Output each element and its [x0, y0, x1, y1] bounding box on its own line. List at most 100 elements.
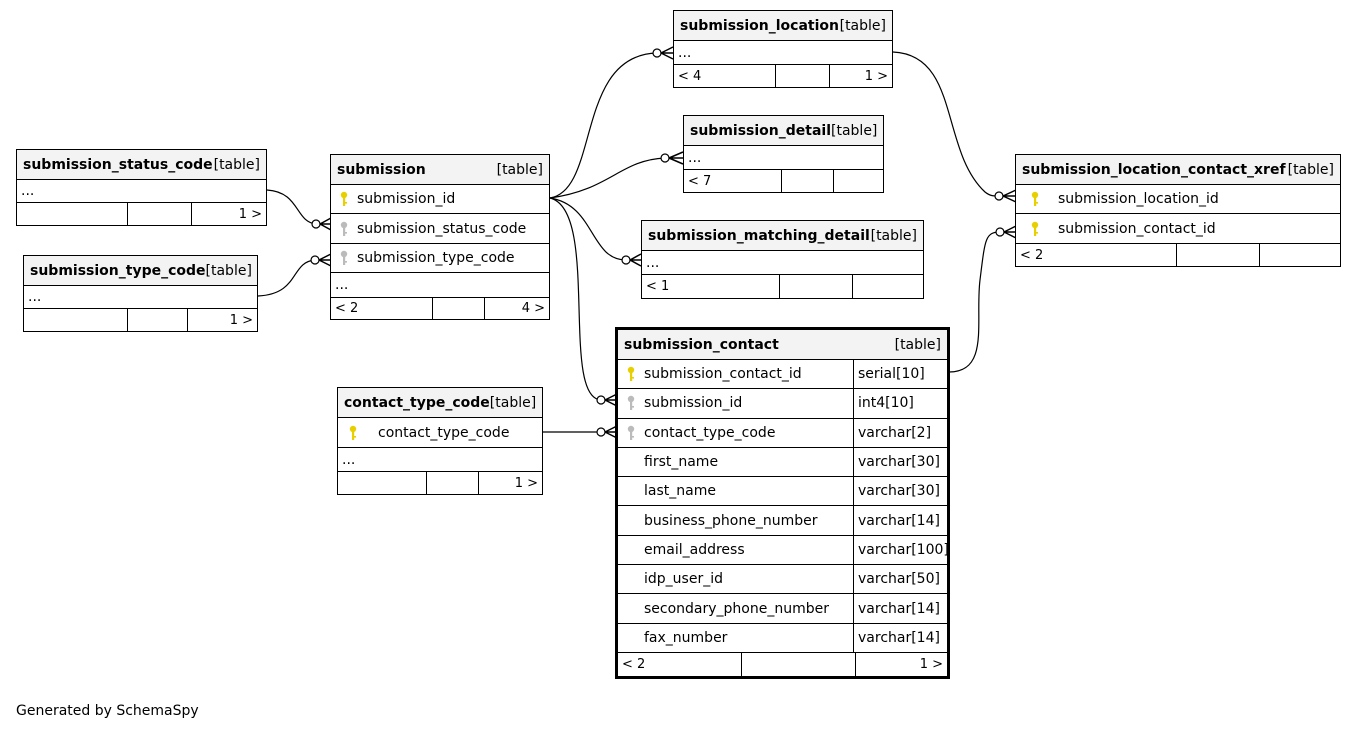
crow-foot-marker [319, 217, 332, 231]
children-count[interactable]: 1 > [191, 203, 266, 225]
columns-count [741, 652, 855, 676]
column-row[interactable]: submission_id int4[10] [618, 389, 947, 419]
column-row[interactable]: business_phone_number varchar[14] [618, 506, 947, 536]
column-row[interactable]: email_address varchar[100] [618, 535, 949, 566]
parents-count[interactable]: < 1 [646, 279, 670, 294]
column-row[interactable]: contact_type_code varchar[2] [618, 418, 947, 448]
table-submission-detail[interactable]: submission_detail [table] ... < 7 [683, 115, 884, 193]
parents-count[interactable]: < 2 [335, 301, 359, 316]
table-header: submission_detail [table] [684, 116, 883, 146]
table-submission-location[interactable]: submission_location [table] ... < 4 1 > [673, 10, 893, 88]
column-row[interactable]: idp_user_id varchar[50] [618, 565, 947, 595]
children-count[interactable]: 1 > [187, 309, 257, 331]
zero-many-marker [652, 48, 662, 58]
more-columns: ... [674, 41, 892, 65]
zero-many-marker [660, 153, 670, 163]
column-row[interactable]: fax_number varchar[14] [618, 623, 947, 653]
crow-foot-marker [1002, 189, 1017, 203]
table-header: submission_type_code [table] [24, 256, 257, 286]
table-submission-status-code[interactable]: submission_status_code [table] ... 1 > [16, 149, 267, 226]
table-footer: 1 > [338, 472, 542, 494]
table-type: [table] [213, 156, 260, 173]
parents-count[interactable]: < 4 [678, 68, 702, 84]
column-type: serial[10] [853, 360, 947, 389]
column-row[interactable]: submission_contact_id [1016, 214, 1340, 244]
relationship-line [549, 197, 627, 261]
children-count[interactable] [1259, 244, 1340, 266]
column-row[interactable]: submission_contact_id serial[10] [618, 360, 947, 390]
column-name: submission_id [357, 191, 456, 207]
zero-many-marker [995, 227, 1005, 237]
column-row[interactable]: contact_type_code [338, 418, 542, 448]
column-name: contact_type_code [378, 424, 510, 441]
relationship-line [549, 52, 658, 199]
primary-key-icon [622, 366, 640, 382]
parents-count[interactable] [17, 203, 127, 225]
foreign-key-icon [335, 250, 353, 266]
table-type: [table] [205, 262, 252, 279]
columns-count [781, 170, 833, 192]
table-type: [table] [496, 161, 543, 178]
relationship-line [549, 157, 666, 199]
children-count[interactable] [833, 170, 883, 192]
table-name: submission_detail [690, 122, 832, 139]
parents-count[interactable]: < 7 [688, 173, 712, 189]
columns-count [775, 65, 829, 87]
parents-count[interactable]: < 2 [622, 656, 646, 672]
column-name: submission_id [644, 395, 743, 412]
column-row[interactable]: last_name varchar[30] [618, 477, 947, 507]
table-submission-matching-detail[interactable]: submission_matching_detail [table] ... <… [641, 220, 924, 299]
foreign-key-icon [335, 221, 353, 237]
table-footer: 1 > [24, 309, 257, 331]
column-row[interactable]: secondary_phone_number varchar[14] [618, 594, 947, 624]
children-count[interactable]: 1 > [478, 472, 542, 494]
crow-foot-marker [1003, 225, 1017, 239]
table-type: [table] [1287, 161, 1334, 178]
relationship-line [892, 51, 1000, 197]
column-name: first_name [644, 454, 719, 471]
table-header: submission [table] [331, 155, 549, 185]
table-submission-location-contact-xref[interactable]: submission_location_contact_xref [table]… [1015, 154, 1341, 267]
foreign-key-icon [622, 425, 640, 441]
column-name: submission_contact_id [644, 366, 802, 383]
table-type: [table] [894, 336, 941, 353]
column-row[interactable]: submission_type_code [331, 244, 549, 273]
relationship-line [257, 259, 316, 297]
column-type: int4[10] [853, 389, 947, 418]
children-count[interactable]: 4 > [484, 298, 549, 319]
table-header: contact_type_code [table] [338, 388, 542, 418]
column-row[interactable]: submission_id [331, 185, 549, 214]
parents-count[interactable]: < 2 [1020, 247, 1044, 263]
table-header: submission_location_contact_xref [table] [1016, 155, 1340, 185]
column-type: varchar[30] [853, 447, 947, 477]
primary-key-icon [342, 425, 364, 441]
column-name: idp_user_id [644, 571, 723, 588]
children-count[interactable]: 1 > [829, 65, 892, 87]
column-row[interactable]: first_name varchar[30] [618, 447, 947, 478]
children-count[interactable] [852, 275, 923, 298]
table-footer: 1 > [17, 203, 266, 225]
table-submission-contact[interactable]: submission_contact [table] submission_co… [615, 327, 950, 679]
column-row[interactable]: submission_location_id [1016, 185, 1340, 214]
relationship-line [549, 197, 602, 401]
table-name: submission_matching_detail [648, 227, 870, 244]
table-type: [table] [831, 122, 878, 139]
children-count[interactable]: 1 > [855, 652, 947, 676]
table-name: submission [337, 161, 426, 178]
parents-count[interactable] [24, 309, 127, 331]
table-header: submission_contact [table] [618, 330, 947, 360]
table-name: contact_type_code [344, 394, 490, 411]
column-row[interactable]: submission_status_code [331, 214, 549, 244]
more-columns: ... [17, 180, 266, 203]
more-columns: ... [642, 251, 923, 275]
table-footer: < 2 1 > [618, 652, 947, 676]
foreign-key-icon [622, 395, 640, 411]
column-name: email_address [644, 541, 745, 558]
parents-count[interactable] [338, 472, 426, 494]
table-submission-type-code[interactable]: submission_type_code [table] ... 1 > [23, 255, 258, 332]
column-name: submission_type_code [357, 250, 515, 266]
table-submission[interactable]: submission [table] submission_id submiss… [330, 154, 550, 320]
primary-key-icon [335, 191, 353, 207]
table-contact-type-code[interactable]: contact_type_code [table] contact_type_c… [337, 387, 543, 495]
